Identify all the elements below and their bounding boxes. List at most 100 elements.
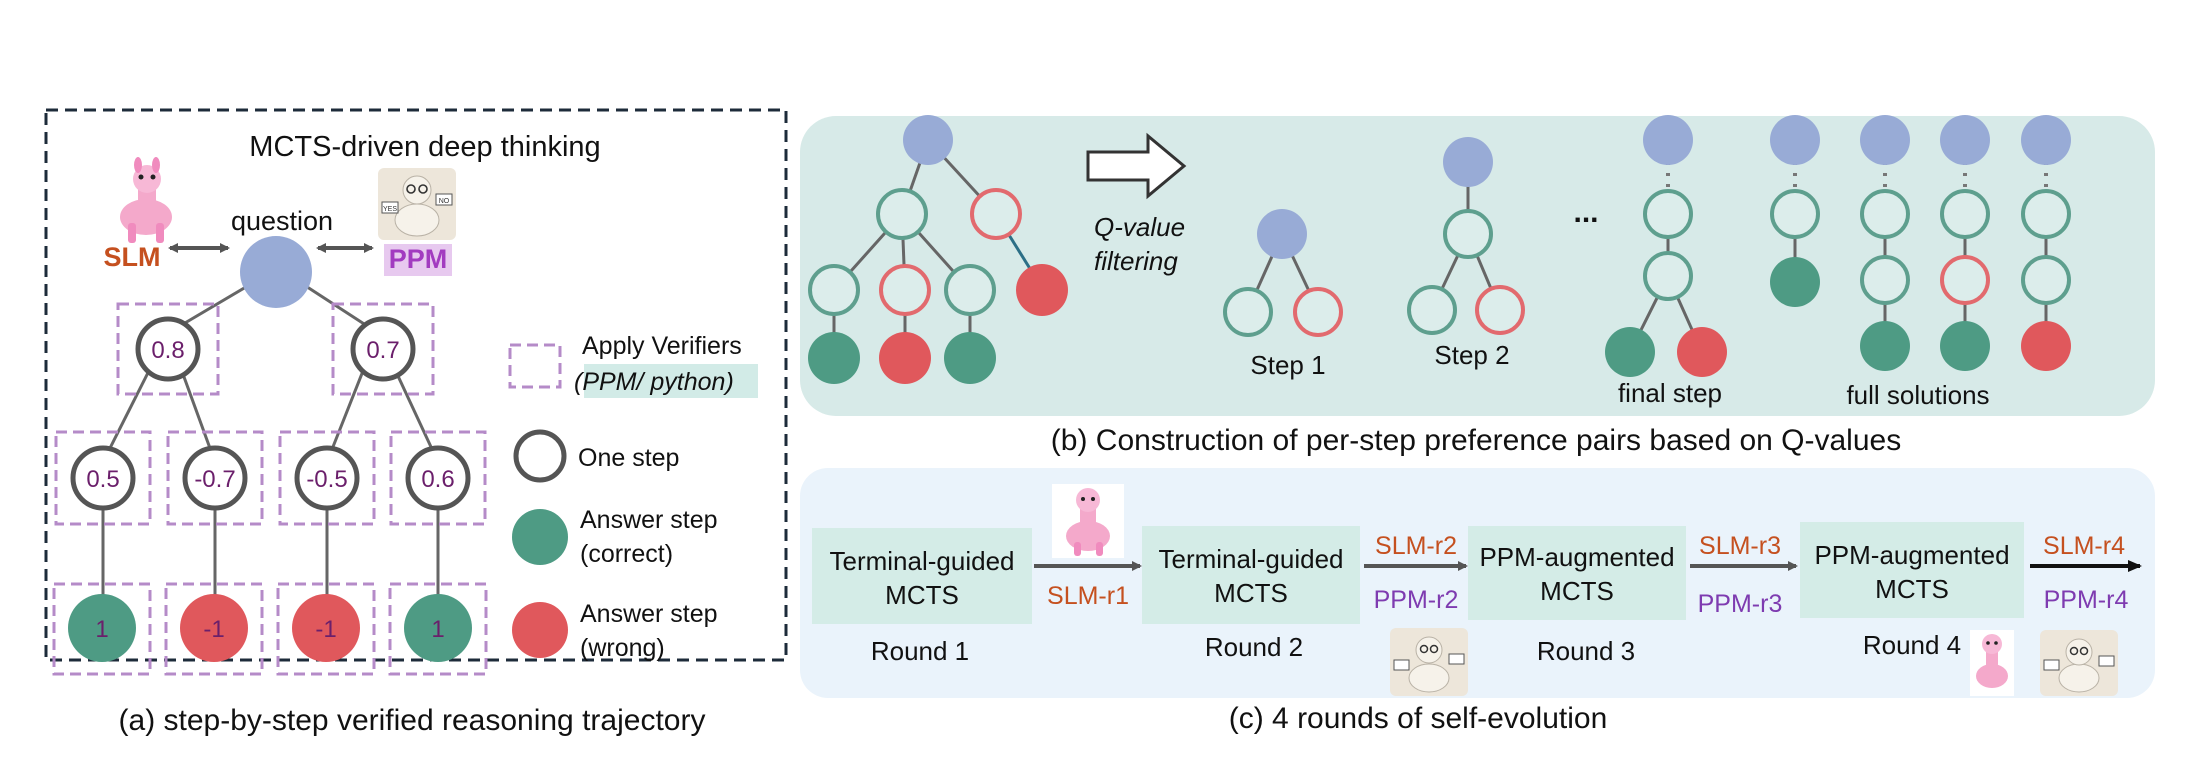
legend-wrong-label-2: (wrong) bbox=[580, 634, 665, 662]
round4-line1: PPM-augmented bbox=[1814, 540, 2009, 570]
step-node-wrong bbox=[879, 264, 931, 316]
arrow3-top-label: SLM-r3 bbox=[1699, 532, 1781, 560]
step-node-wrong bbox=[970, 188, 1022, 240]
verifier-box bbox=[389, 430, 487, 526]
panel-a-title: MCTS-driven deep thinking bbox=[249, 131, 600, 163]
verifier-box bbox=[166, 430, 264, 526]
round3-line1: PPM-augmented bbox=[1479, 542, 1674, 572]
slm-label: SLM bbox=[104, 242, 161, 272]
panel-a-caption: (a) step-by-step verified reasoning traj… bbox=[119, 704, 706, 737]
full-solutions-label: full solutions bbox=[1846, 380, 1989, 410]
round4-line2: MCTS bbox=[1875, 574, 1949, 604]
answer-correct-node bbox=[404, 594, 472, 662]
step-node bbox=[70, 445, 136, 511]
round2-box bbox=[1142, 526, 1360, 624]
legend-correct-swatch bbox=[512, 509, 568, 565]
leaf-score: 1 bbox=[95, 616, 108, 643]
legend-one-step-swatch bbox=[513, 429, 567, 483]
full-solutions bbox=[1770, 115, 2071, 371]
verifier-box bbox=[164, 582, 264, 676]
step-node bbox=[350, 316, 416, 382]
round3-box bbox=[1468, 526, 1686, 620]
panel-b-caption: (b) Construction of per-step preference … bbox=[1051, 424, 1901, 457]
panel-c-caption: (c) 4 rounds of self-evolution bbox=[1229, 702, 1608, 735]
panel-c: Terminal-guided MCTS Round 1 Terminal-gu… bbox=[800, 468, 2155, 735]
ppm-alpaca-icon bbox=[2040, 630, 2118, 696]
step1-label: Step 1 bbox=[1250, 350, 1325, 380]
answer-wrong-node bbox=[879, 332, 931, 384]
filter-label-1: Q-value bbox=[1094, 212, 1185, 242]
step-score: -0.7 bbox=[194, 466, 235, 493]
question-label: question bbox=[231, 206, 333, 236]
svg-text:NO: NO bbox=[439, 198, 450, 205]
legend-correct-label-2: (correct) bbox=[580, 540, 673, 568]
verifier-box bbox=[331, 302, 435, 396]
step-score: 0.7 bbox=[366, 337, 399, 364]
round2-line1: Terminal-guided bbox=[1159, 544, 1344, 574]
arrow2-top-label: SLM-r2 bbox=[1375, 532, 1457, 560]
step2-label: Step 2 bbox=[1434, 340, 1509, 370]
root-node bbox=[903, 115, 953, 165]
round2-label: Round 2 bbox=[1205, 632, 1303, 662]
step-score: 0.6 bbox=[421, 466, 454, 493]
step-node bbox=[808, 264, 860, 316]
panel-a: MCTS-driven deep thinking SLM YES NO bbox=[44, 108, 788, 737]
step-score: -0.5 bbox=[306, 466, 347, 493]
round1-box bbox=[812, 528, 1032, 624]
legend-correct-label-1: Answer step bbox=[580, 506, 718, 534]
step1-pair bbox=[1223, 209, 1343, 337]
verifier-box bbox=[276, 582, 376, 676]
ellipsis: ... bbox=[1573, 196, 1598, 229]
legend-verifier-swatch bbox=[508, 343, 562, 389]
verifier-box bbox=[388, 582, 488, 676]
final-step-label: final step bbox=[1618, 378, 1722, 408]
question-node bbox=[240, 236, 312, 308]
arrow4-top-label: SLM-r4 bbox=[2043, 532, 2125, 560]
verifier-box bbox=[54, 430, 152, 526]
step-node bbox=[182, 445, 248, 511]
panel-b: Q-value filtering Step 1 Step 2 ... bbox=[800, 115, 2155, 457]
arrow1-bottom-label: SLM-r1 bbox=[1047, 582, 1129, 610]
round4-label: Round 4 bbox=[1863, 630, 1961, 660]
ppm-alpaca-icon: YES NO bbox=[378, 168, 456, 240]
filter-label-2: filtering bbox=[1094, 246, 1178, 276]
step-score: 0.5 bbox=[86, 466, 119, 493]
round2-line2: MCTS bbox=[1214, 578, 1288, 608]
slm-alpaca-icon bbox=[1052, 484, 1124, 558]
answer-wrong-node bbox=[180, 594, 248, 662]
full-tree bbox=[808, 115, 1068, 384]
step-score: 0.8 bbox=[151, 337, 184, 364]
round3-label: Round 3 bbox=[1537, 636, 1635, 666]
ppm-label: PPM bbox=[389, 244, 448, 274]
ppm-label-bg bbox=[384, 244, 452, 276]
answer-wrong-node bbox=[1016, 264, 1068, 316]
verifier-box bbox=[278, 430, 376, 526]
arrow3-bottom-label: PPM-r3 bbox=[1698, 590, 1783, 618]
step-node bbox=[876, 188, 928, 240]
round1-line1: Terminal-guided bbox=[830, 546, 1015, 576]
leaf-score: -1 bbox=[315, 616, 336, 643]
legend-wrong-swatch bbox=[512, 602, 568, 658]
step-node bbox=[944, 264, 996, 316]
final-step-pair bbox=[1605, 115, 1727, 377]
slm-alpaca-icon bbox=[120, 157, 172, 243]
round1-line2: MCTS bbox=[885, 580, 959, 610]
answer-correct-node bbox=[808, 332, 860, 384]
panel-a-frame bbox=[44, 108, 788, 662]
step-node bbox=[405, 445, 471, 511]
slm-alpaca-icon bbox=[1970, 630, 2014, 696]
arrow4-bottom-label: PPM-r4 bbox=[2044, 586, 2129, 614]
step2-pair bbox=[1407, 137, 1525, 335]
step-node bbox=[135, 316, 201, 382]
ppm-alpaca-icon bbox=[1390, 628, 1468, 696]
round3-line2: MCTS bbox=[1540, 576, 1614, 606]
svg-text:YES: YES bbox=[383, 206, 397, 213]
answer-correct-node bbox=[944, 332, 996, 384]
round1-label: Round 1 bbox=[871, 636, 969, 666]
legend-verifier-detail: (PPM/ python) bbox=[574, 368, 734, 396]
answer-correct-node bbox=[68, 594, 136, 662]
legend-verifier-label: Apply Verifiers bbox=[582, 332, 742, 360]
leaf-score: 1 bbox=[431, 616, 444, 643]
filter-arrow-icon bbox=[1086, 132, 1187, 200]
